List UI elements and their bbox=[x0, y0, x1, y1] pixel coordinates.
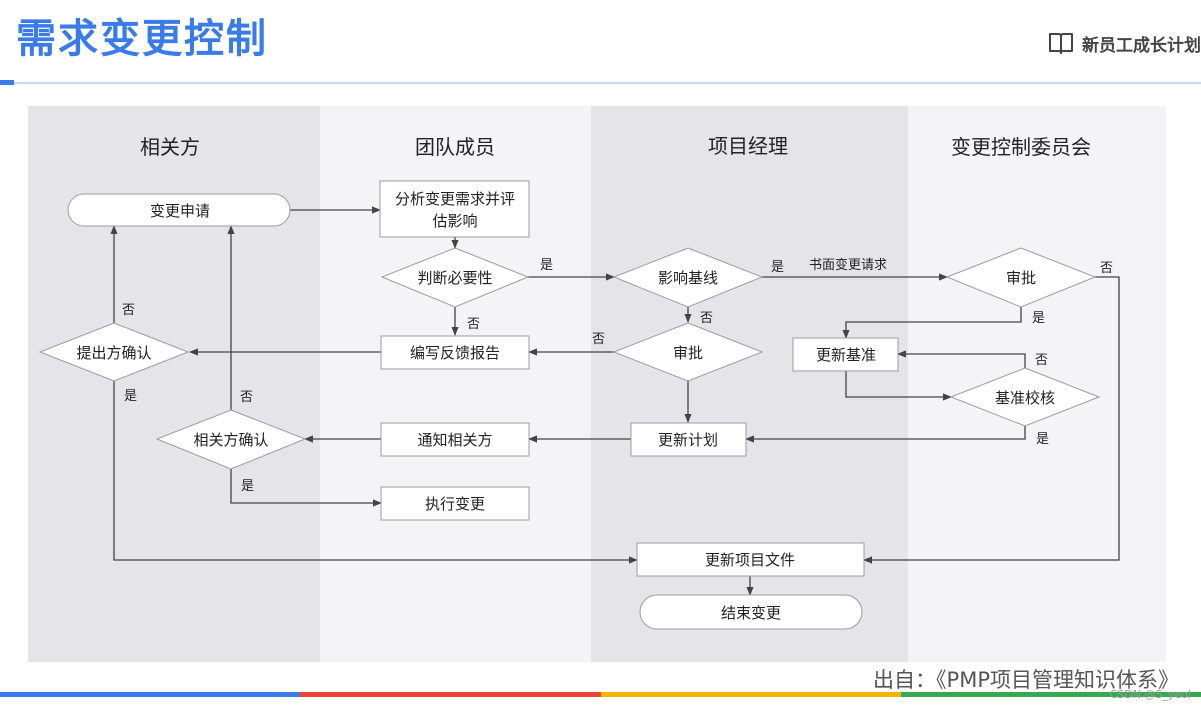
node-label: 审批 bbox=[673, 344, 703, 362]
footer-color-bar bbox=[0, 692, 1201, 697]
edge bbox=[845, 371, 952, 401]
lane-title: 项目经理 bbox=[708, 134, 788, 158]
edge-label: 是 bbox=[540, 258, 553, 273]
node-label: 估影响 bbox=[432, 212, 477, 230]
node-label: 更新基准 bbox=[816, 346, 876, 364]
node-necessity bbox=[380, 247, 530, 308]
node-label: 提出方确认 bbox=[76, 344, 151, 362]
node-execute bbox=[380, 486, 530, 521]
node-label: 审批 bbox=[1006, 269, 1036, 287]
node-analyze bbox=[379, 180, 530, 238]
node-notify bbox=[380, 422, 530, 457]
edge-label: 否 bbox=[467, 317, 480, 332]
node-pm-approve bbox=[612, 322, 764, 382]
edge-label: 否 bbox=[700, 311, 713, 326]
header-accent bbox=[0, 80, 14, 85]
edge bbox=[897, 350, 1026, 368]
node-submitter-confirm bbox=[38, 322, 190, 382]
edge-label: 是 bbox=[241, 479, 254, 494]
node-ccb-approve bbox=[945, 247, 1097, 308]
lane-title: 变更控制委员会 bbox=[951, 135, 1091, 159]
edge bbox=[113, 381, 638, 564]
node-change-request bbox=[67, 193, 291, 227]
watermark: CSDN @S_yeol bbox=[1109, 688, 1191, 701]
source-citation: 出自：《PMP项目管理知识体系》 bbox=[873, 668, 1179, 692]
header-rule bbox=[14, 82, 1201, 84]
node-end bbox=[639, 594, 863, 630]
node-label: 编写反馈报告 bbox=[410, 344, 500, 362]
node-stakeholder-confirm bbox=[155, 409, 307, 470]
node-baseline-check bbox=[949, 367, 1101, 427]
edge bbox=[863, 276, 1120, 564]
bar-segment bbox=[600, 692, 901, 697]
lane-title: 相关方 bbox=[140, 135, 200, 159]
edge-label: 否 bbox=[592, 332, 605, 347]
edge-label: 否 bbox=[1100, 261, 1113, 276]
page-title: 需求变更控制 bbox=[16, 16, 268, 62]
bar-segment bbox=[300, 692, 601, 697]
node-impact-baseline bbox=[612, 247, 764, 308]
edge-label: 是 bbox=[771, 260, 784, 275]
book-icon bbox=[1049, 33, 1073, 54]
edge-label: 否 bbox=[122, 303, 135, 318]
node-feedback-report bbox=[380, 335, 530, 370]
lane-stakeholder bbox=[28, 106, 320, 662]
node-update-baseline bbox=[792, 337, 899, 372]
edge-label: 否 bbox=[240, 390, 253, 405]
node-label: 影响基线 bbox=[658, 269, 718, 287]
node-label: 结束变更 bbox=[721, 604, 781, 622]
edge-label: 书面变更请求 bbox=[809, 257, 887, 273]
edge-label: 否 bbox=[1035, 353, 1048, 368]
node-label: 判断必要性 bbox=[417, 269, 492, 287]
edge bbox=[842, 307, 1022, 339]
node-label: 基准校核 bbox=[995, 389, 1055, 407]
bar-segment bbox=[0, 692, 301, 697]
edge bbox=[230, 469, 382, 507]
node-update-plan bbox=[630, 422, 747, 457]
node-label: 更新计划 bbox=[658, 431, 718, 449]
node-label: 通知相关方 bbox=[417, 431, 492, 449]
edge bbox=[745, 426, 1026, 443]
bar-segment bbox=[900, 692, 1201, 697]
edge-label: 是 bbox=[1036, 432, 1049, 447]
node-label: 分析变更需求并评 bbox=[395, 190, 515, 208]
node-label: 相关方确认 bbox=[193, 431, 268, 449]
brand-text: 新员工成长计划 bbox=[1082, 35, 1201, 56]
edge-label: 是 bbox=[124, 389, 137, 404]
node-update-docs bbox=[636, 542, 865, 577]
edge-label: 是 bbox=[1032, 311, 1045, 326]
lane-title: 团队成员 bbox=[415, 135, 495, 159]
brand: 新员工成长计划 bbox=[1048, 30, 1201, 56]
node-label: 更新项目文件 bbox=[705, 551, 795, 569]
node-label: 变更申请 bbox=[150, 202, 210, 220]
node-label: 执行变更 bbox=[425, 495, 485, 513]
